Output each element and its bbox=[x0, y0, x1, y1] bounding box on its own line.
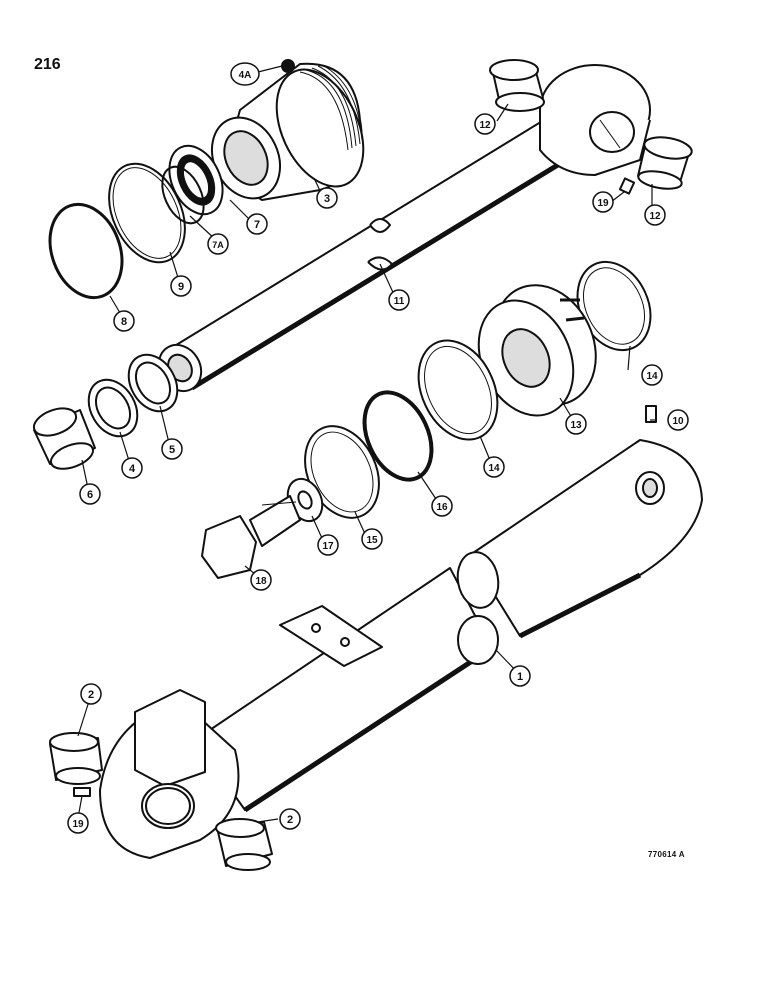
svg-text:12: 12 bbox=[649, 211, 661, 222]
svg-text:4A: 4A bbox=[239, 70, 252, 81]
svg-text:14: 14 bbox=[646, 371, 658, 382]
svg-text:5: 5 bbox=[169, 444, 175, 456]
callout-8: 8 bbox=[113, 310, 135, 332]
cylinder-head bbox=[210, 62, 365, 201]
callout-10: 10 bbox=[667, 409, 689, 431]
callout-4a: 4A bbox=[230, 62, 260, 86]
callout-15: 15 bbox=[361, 528, 383, 550]
svg-text:7A: 7A bbox=[212, 240, 224, 250]
svg-text:18: 18 bbox=[255, 576, 267, 587]
svg-text:19: 19 bbox=[72, 819, 84, 830]
svg-text:11: 11 bbox=[394, 296, 405, 307]
svg-text:3: 3 bbox=[324, 193, 330, 205]
page-number: 216 bbox=[34, 56, 61, 73]
callout-13: 13 bbox=[565, 413, 587, 435]
bushing-2-left bbox=[49, 732, 103, 785]
bushing-6 bbox=[32, 407, 96, 470]
callout-7a: 7A bbox=[207, 233, 229, 255]
callout-17: 17 bbox=[317, 534, 339, 556]
callout-19-bottom: 19 bbox=[67, 812, 89, 834]
svg-text:19: 19 bbox=[597, 198, 609, 209]
callout-18: 18 bbox=[250, 569, 272, 591]
callout-1: 1 bbox=[509, 665, 531, 687]
callout-12-right: 12 bbox=[644, 204, 666, 226]
callout-2-bottom: 2 bbox=[279, 808, 301, 830]
svg-text:10: 10 bbox=[672, 416, 684, 427]
callout-14-right: 14 bbox=[641, 364, 663, 386]
callout-3: 3 bbox=[316, 187, 338, 209]
svg-text:13: 13 bbox=[570, 420, 582, 431]
piston bbox=[477, 284, 597, 417]
cylinder-barrel bbox=[99, 439, 703, 859]
svg-text:9: 9 bbox=[178, 281, 184, 293]
svg-text:2: 2 bbox=[287, 814, 293, 826]
piston-rod bbox=[157, 64, 651, 393]
callout-14-mid: 14 bbox=[483, 456, 505, 478]
callout-6: 6 bbox=[79, 483, 101, 505]
callout-5: 5 bbox=[161, 438, 183, 460]
svg-text:7: 7 bbox=[254, 219, 260, 231]
svg-text:8: 8 bbox=[121, 316, 127, 328]
callout-4: 4 bbox=[121, 457, 143, 479]
svg-text:2: 2 bbox=[88, 689, 94, 701]
callout-12-top: 12 bbox=[474, 113, 496, 135]
svg-text:1: 1 bbox=[517, 671, 523, 683]
bushing-2-bottom bbox=[215, 818, 273, 871]
callout-19-top: 19 bbox=[592, 191, 614, 213]
piston-bolt bbox=[201, 495, 301, 579]
bushing-12-top bbox=[489, 59, 545, 112]
svg-text:6: 6 bbox=[87, 489, 93, 501]
callout-2-top: 2 bbox=[80, 683, 102, 705]
svg-text:15: 15 bbox=[366, 535, 378, 546]
callout-7: 7 bbox=[246, 213, 268, 235]
drawing-code: 770614 A bbox=[648, 850, 685, 859]
callout-16: 16 bbox=[431, 495, 453, 517]
svg-text:16: 16 bbox=[436, 502, 448, 513]
callout-9: 9 bbox=[170, 275, 192, 297]
svg-text:4: 4 bbox=[129, 463, 136, 475]
svg-text:14: 14 bbox=[488, 463, 500, 474]
svg-text:17: 17 bbox=[322, 541, 334, 552]
svg-text:12: 12 bbox=[479, 120, 491, 131]
grease-fitting-19-top bbox=[618, 177, 636, 195]
callout-11: 11 bbox=[388, 289, 410, 311]
bushing-12-right bbox=[637, 136, 693, 190]
